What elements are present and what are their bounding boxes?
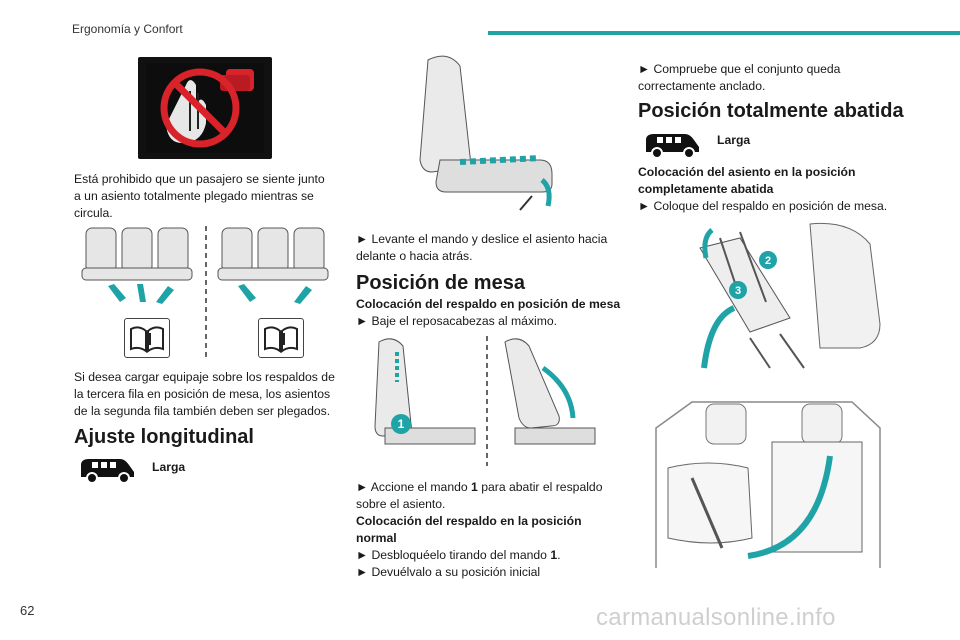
page-number: 62 — [20, 603, 35, 618]
watermark: carmanualsonline.info — [596, 604, 836, 631]
subheading-table-position: Colocación del respaldo en posición de m… — [356, 297, 621, 311]
luggage-line-2: la tercera fila en posición de mesa, los… — [74, 387, 331, 401]
check-paragraph: ► Compruebe que el conjunto queda correc… — [638, 61, 908, 95]
version-label: Larga — [717, 133, 751, 147]
seat-tumble-illustration: 2 3 — [690, 218, 890, 386]
heading-longitudinal-adjustment: Ajuste longitudinal — [74, 426, 254, 448]
warning-line-2: a un asiento totalmente plegado mientras… — [74, 189, 314, 203]
warning-line-1: Está prohibido que un pasajero se siente… — [74, 172, 325, 186]
control-number: 1 — [550, 548, 558, 562]
no-passenger-warning-pictogram — [138, 57, 272, 159]
step-operate-control-line-2: sobre el asiento. — [356, 497, 446, 511]
control-number: 1 — [471, 480, 478, 494]
van-long-version-icon — [78, 455, 138, 485]
van-long-version-icon — [643, 130, 703, 160]
badge-3-label: 3 — [735, 285, 741, 297]
subheading-normal-position-1: Colocación del respaldo en la posición — [356, 514, 582, 528]
luggage-paragraph: Si desea cargar equipaje sobre los respa… — [74, 369, 354, 420]
step-lower-headrest: ► Baje el reposacabezas al máximo. — [356, 314, 558, 328]
badge-2-label: 2 — [765, 255, 771, 267]
lift-line-2: delante o hacia atrás. — [356, 249, 473, 263]
rear-cabin-folded-illustration — [652, 398, 884, 576]
warning-line-3: circula. — [74, 206, 113, 220]
step-table-position: ► Coloque del respaldo en posición de me… — [638, 199, 888, 213]
subheading-normal-position-2: normal — [356, 531, 397, 545]
step-unlock: ► Desbloquéelo tirando del mando 1. — [356, 548, 561, 562]
subheading-fully-folded-1: Colocación del asiento en la posición — [638, 165, 856, 179]
subheading-fully-folded-2: completamente abatida — [638, 182, 774, 196]
luggage-line-3: de la segunda fila también deben ser ple… — [74, 404, 331, 418]
section-accent-bar — [488, 31, 960, 35]
step-operate-control: ► Accione el mando 1 para abatir el resp… — [356, 480, 603, 494]
seat-slide-illustration — [400, 50, 570, 225]
section-title: Ergonomía y Confort — [72, 22, 183, 36]
luggage-line-1: Si desea cargar equipaje sobre los respa… — [74, 370, 335, 384]
fold-steps: ► Accione el mando 1 para abatir el resp… — [356, 479, 626, 581]
badge-1-label: 1 — [398, 417, 405, 431]
version-label: Larga — [152, 460, 186, 474]
check-line-1: ► Compruebe que el conjunto queda — [638, 62, 841, 76]
lift-line-1: ► Levante el mando y deslice el asiento … — [356, 232, 608, 246]
fully-folded-steps: Colocación del asiento en la posición co… — [638, 164, 918, 215]
heading-table-position: Posición de mesa — [356, 272, 525, 294]
step-return-initial: ► Devuélvalo a su posición inicial — [356, 565, 541, 579]
heading-fully-folded: Posición totalmente abatida — [638, 100, 904, 122]
lift-paragraph: ► Levante el mando y deslice el asiento … — [356, 231, 626, 265]
third-row-seats-illustration — [80, 222, 340, 362]
manual-book-icon — [124, 318, 170, 358]
check-line-2: correctamente anclado. — [638, 79, 766, 93]
warning-paragraph: Está prohibido que un pasajero se siente… — [74, 171, 344, 222]
seat-fold-illustration: 1 — [365, 332, 605, 472]
manual-book-icon — [258, 318, 304, 358]
